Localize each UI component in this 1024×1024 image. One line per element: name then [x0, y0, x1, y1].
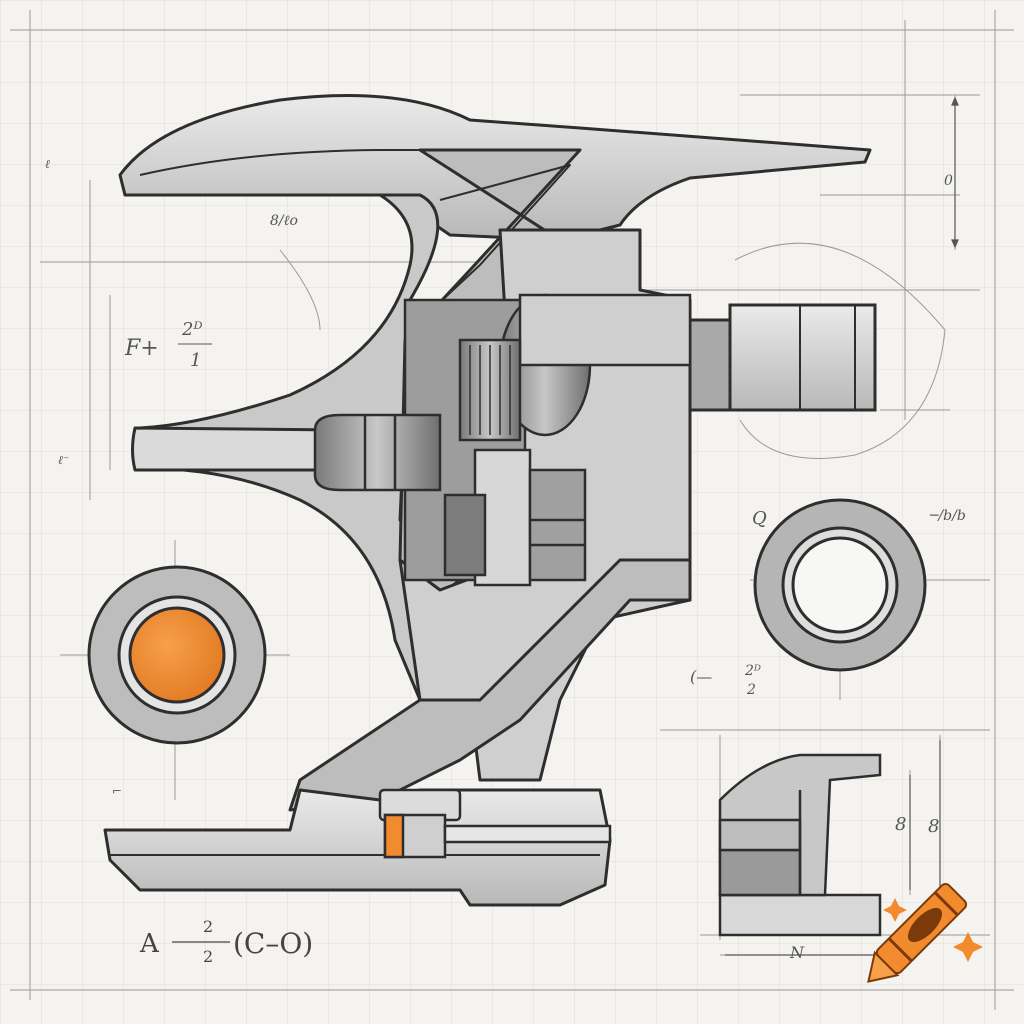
- label-side-dim-2: 8: [928, 816, 939, 837]
- annotations: F+ 2ᴰ 1 8/ℓo ℓ ℓ⁻ 0 Q ─/b/b (— 2ᴰ 2 8 8 …: [45, 157, 966, 966]
- sparkle-icon: [883, 898, 983, 962]
- label-force-frac-top: 2ᴰ: [181, 319, 203, 340]
- piston: [378, 788, 612, 859]
- label-force: F+: [124, 336, 159, 361]
- label-angle: 8/ℓo: [270, 213, 298, 229]
- label-right-dim: 0: [944, 173, 953, 189]
- equation-tail: (C–O): [233, 927, 313, 960]
- label-mid-bottom: 2: [746, 682, 756, 698]
- label-right-slash: ─/b/b: [929, 508, 966, 524]
- label-force-frac-bottom: 1: [190, 350, 201, 371]
- gear-assembly: [313, 293, 692, 587]
- label-side-dim-1: 8: [895, 814, 906, 835]
- label-right-q: Q: [752, 508, 767, 529]
- equation-top: 2: [203, 917, 213, 936]
- dimension-marks: [725, 96, 959, 956]
- label-left-small-2: ℓ⁻: [58, 453, 69, 467]
- crayon-icon: [867, 882, 968, 983]
- label-left-tick: ⌐: [112, 784, 122, 798]
- right-ring: [753, 498, 927, 672]
- left-washer: [87, 565, 267, 745]
- label-mid-top: 2ᴰ: [744, 663, 761, 679]
- equation-bottom: 2: [203, 947, 213, 966]
- output-shaft: [688, 303, 877, 412]
- section-detail: [718, 753, 882, 937]
- label-mid-prefix: (—: [690, 667, 712, 686]
- label-left-small: ℓ: [45, 157, 50, 171]
- equation-variable: A: [139, 929, 160, 959]
- label-bottom-dim: N: [789, 943, 805, 962]
